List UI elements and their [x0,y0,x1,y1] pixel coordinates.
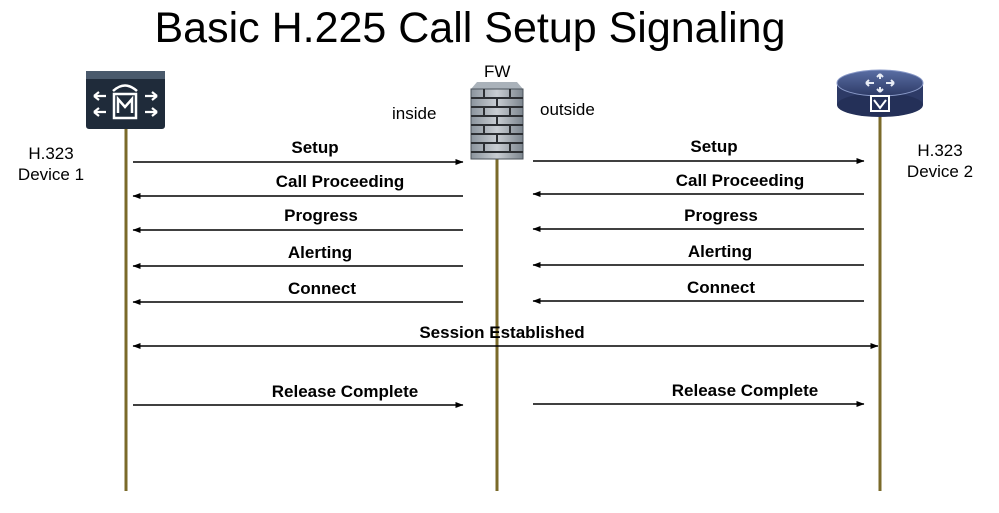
connect-right-label: Connect [687,278,755,297]
device1-label-line1: H.323 [28,144,74,163]
release-left-label: Release Complete [271,382,419,401]
release-right-label: Release Complete [671,381,819,400]
device1-label: H.323 Device 1 [12,143,90,185]
device2-label-line2: Device 2 [906,162,974,181]
alerting-right-label: Alerting [687,242,753,261]
outside-label: outside [540,100,595,119]
device2-label-line1: H.323 [917,141,963,160]
voice-router-icon [836,69,924,117]
session-label: Session Established [419,323,585,342]
device1-label-line2: Device 1 [17,165,85,184]
firewall-label: FW [484,62,511,81]
progress-left-label: Progress [284,206,358,225]
setup-right-label: Setup [690,137,738,156]
firewall-icon [470,82,524,160]
connect-left-label: Connect [288,279,356,298]
callproc-left-label: Call Proceeding [275,172,405,191]
callproc-right-label: Call Proceeding [675,171,805,190]
alerting-left-label: Alerting [287,243,353,262]
diagram-title: Basic H.225 Call Setup Signaling [154,4,786,52]
progress-right-label: Progress [684,206,758,225]
inside-label: inside [392,104,437,123]
mcu-switch-icon [86,71,165,129]
device2-label: H.323 Device 2 [899,140,981,182]
setup-left-label: Setup [291,138,339,157]
